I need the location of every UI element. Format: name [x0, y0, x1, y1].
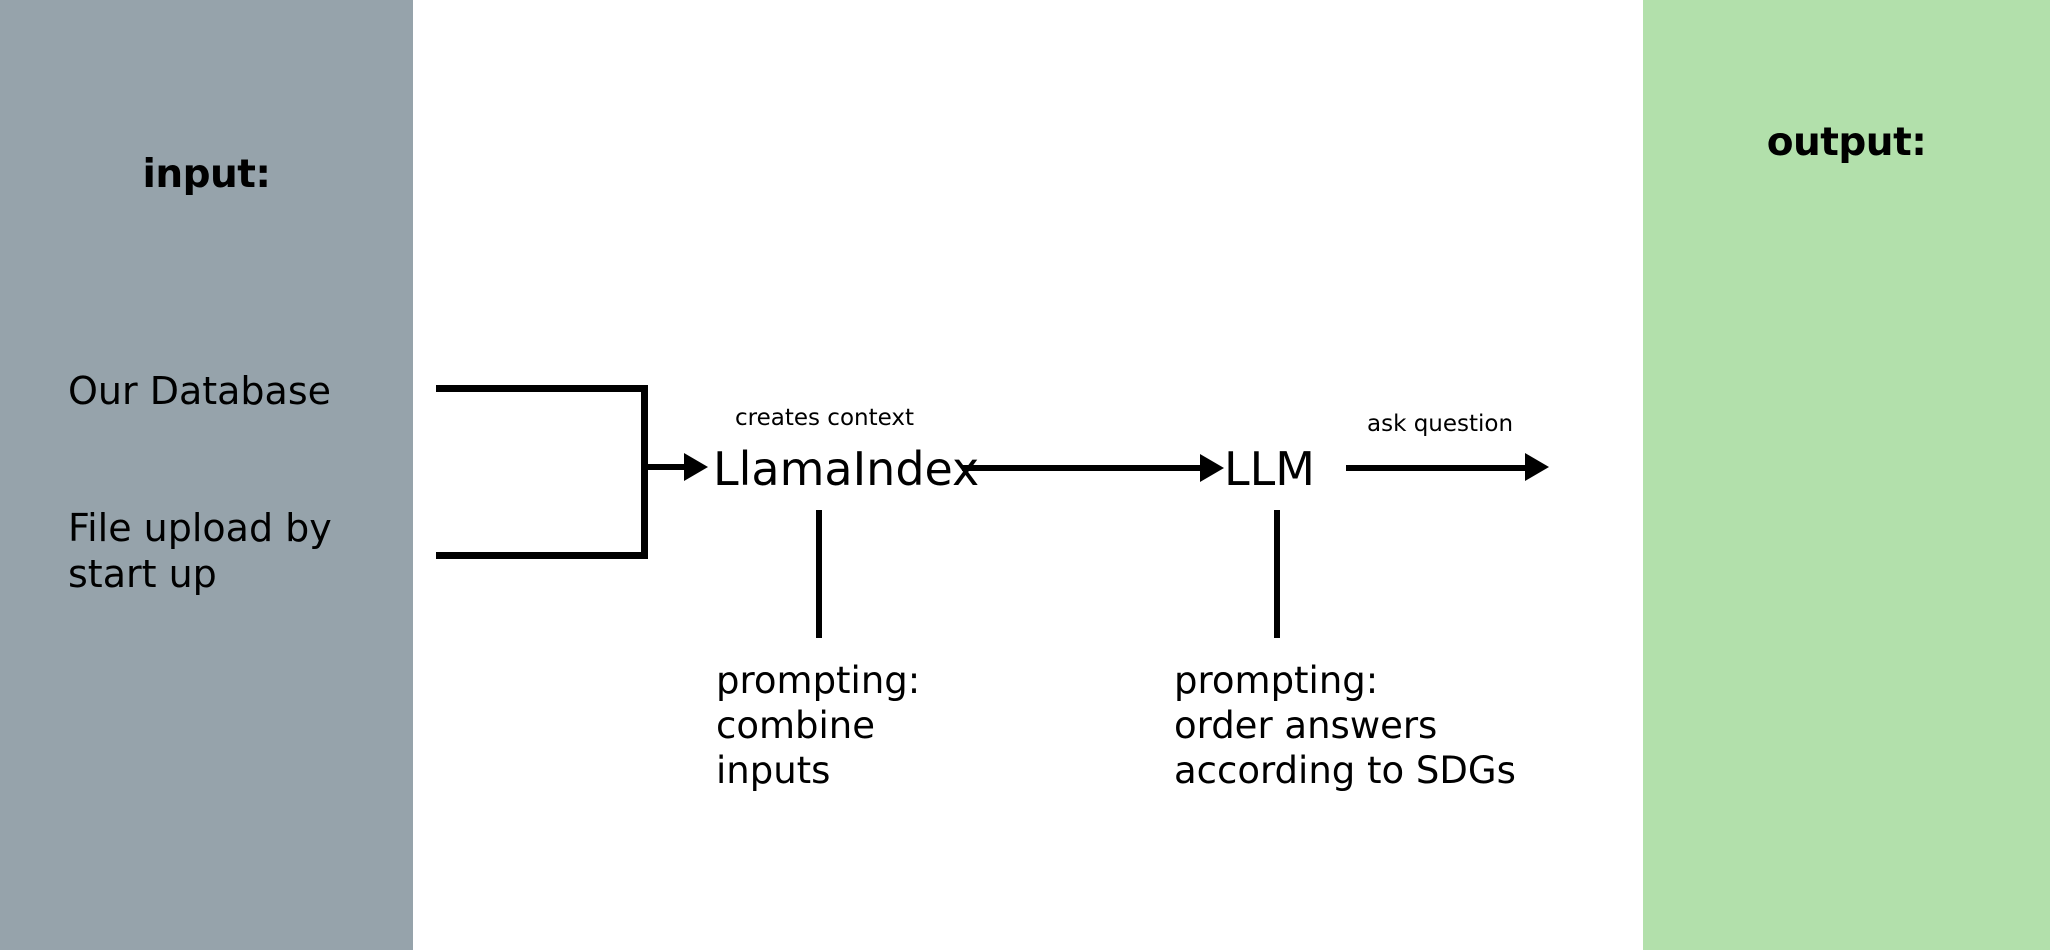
arrow-llamaindex-to-llm-head — [1200, 454, 1224, 482]
bracket-bottom-line — [436, 552, 648, 559]
output-panel: output: personalized answers matched to … — [1643, 0, 2050, 950]
edge-label-creates-context: creates context — [735, 405, 914, 431]
input-panel-heading: input: — [142, 152, 271, 197]
node-llm: LLM — [1224, 442, 1315, 496]
arrow-llm-to-output-shaft — [1346, 465, 1528, 471]
bracket-top-line — [436, 385, 648, 392]
input-panel: input: Our Database File upload by start… — [0, 0, 413, 950]
note-llamaindex-prompting: prompting: combine inputs — [716, 659, 921, 793]
input-item-file-upload: File upload by start up — [68, 506, 332, 597]
connector-llamaindex-to-note — [816, 510, 822, 638]
arrow-llamaindex-to-llm-shaft — [962, 465, 1204, 471]
arrow-llm-to-output-head — [1525, 453, 1549, 481]
node-llamaindex: LlamaIndex — [713, 442, 980, 496]
connector-llm-to-note — [1274, 510, 1280, 638]
output-panel-heading: output: — [1766, 120, 1927, 165]
arrow-inputs-to-llamaindex-shaft — [645, 464, 687, 470]
arrow-inputs-to-llamaindex-head — [684, 453, 708, 481]
bracket-vertical-stem — [641, 385, 648, 559]
note-llm-prompting: prompting: order answers according to SD… — [1174, 659, 1516, 793]
edge-label-ask-question: ask question — [1367, 411, 1514, 437]
input-item-our-database: Our Database — [68, 369, 332, 413]
